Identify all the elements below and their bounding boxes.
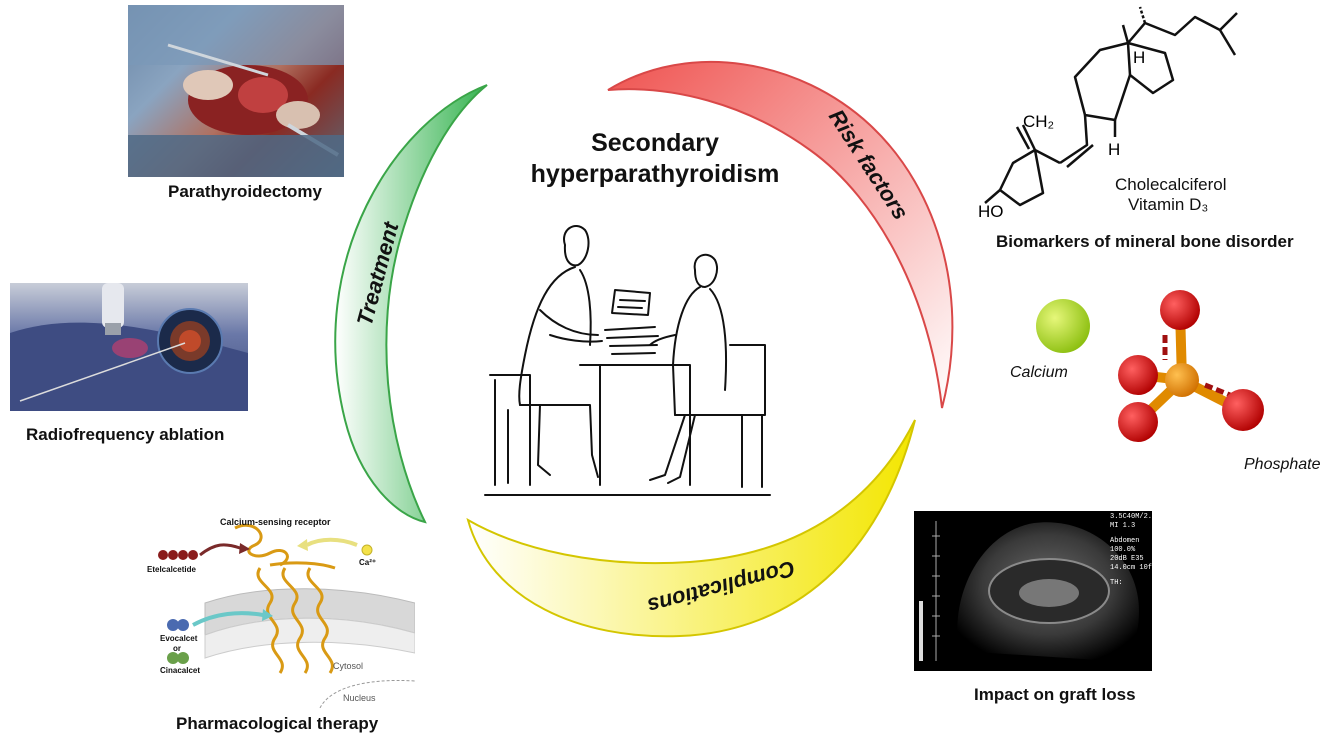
- pharmacological-caption: Pharmacological therapy: [176, 714, 379, 733]
- calcium-phosphate-models: [1036, 290, 1264, 442]
- title-line-2: hyperparathyroidism: [530, 160, 780, 188]
- biomarkers-caption: Biomarkers of mineral bone disorder: [996, 232, 1294, 251]
- title-line-1: Secondary: [591, 129, 719, 157]
- receptor-label: Calcium-sensing receptor: [220, 517, 331, 527]
- ch2-label: CH₂: [1023, 112, 1054, 131]
- graft-loss-caption: Impact on graft loss: [974, 685, 1136, 704]
- or-label: or: [173, 644, 181, 653]
- cytosol-label: Cytosol: [333, 661, 364, 671]
- nucleus-label: Nucleus: [343, 693, 376, 703]
- cholecalciferol-label: Cholecalciferol: [1115, 175, 1227, 194]
- evocalcet-label: Evocalcet: [160, 634, 198, 643]
- calcium-sensing-receptor-diagram: Calcium-sensing receptor Etelcalcetide C…: [145, 513, 415, 708]
- parathyroidectomy-caption: Parathyroidectomy: [168, 182, 322, 201]
- phosphate-label: Phosphate: [1244, 456, 1321, 473]
- complications-arc: [466, 419, 916, 638]
- h-lower: H: [1108, 140, 1120, 159]
- etelcalcetide-label: Etelcalcetide: [147, 565, 196, 574]
- parathyroidectomy-photo: [128, 5, 344, 177]
- ultrasound-readout: 3.5C40M/2.00 MI 1.3 Abdomen 100.0% 20dB …: [1110, 513, 1152, 587]
- ho-label: HO: [978, 202, 1004, 220]
- rfa-caption: Radiofrequency ablation: [26, 425, 225, 444]
- cinacalcet-label: Cinacalcet: [160, 666, 201, 675]
- treatment-arc: [334, 84, 488, 524]
- radiofrequency-ablation-image: [10, 283, 248, 411]
- ultrasound-image: 3.5C40M/2.00 MI 1.3 Abdomen 100.0% 20dB …: [914, 511, 1152, 671]
- risk-arc: [607, 60, 954, 409]
- center-title: Secondary hyperparathyroidism: [495, 128, 815, 190]
- cholecalciferol-structure: H H CH₂ HO: [978, 6, 1238, 220]
- consultation-illustration: [484, 225, 771, 496]
- h-upper: H: [1133, 48, 1145, 67]
- ca-label: Ca²⁺: [359, 558, 377, 567]
- calcium-label: Calcium: [1010, 364, 1068, 381]
- vitamin-d3-label: Vitamin D₃: [1128, 195, 1209, 214]
